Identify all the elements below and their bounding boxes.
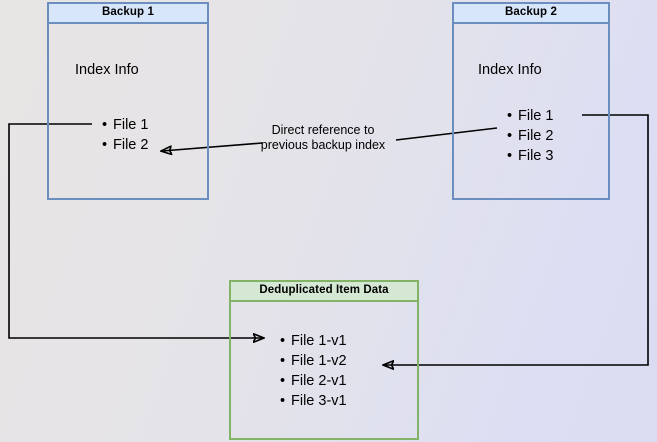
node-backup-2-body: Index Info • File 1 • File 2 • File 3 — [454, 24, 608, 198]
bullet-icon: • — [507, 128, 513, 144]
file-label: File 1-v1 — [291, 333, 347, 349]
node-deduplicated-item-data-body: • File 1-v1 • File 1-v2 • File 2-v1 • Fi… — [231, 302, 417, 438]
node-deduplicated-item-data-title: Deduplicated Item Data — [231, 282, 417, 302]
file-label: File 1 — [113, 117, 149, 133]
node-backup-2-title: Backup 2 — [454, 4, 608, 24]
bullet-icon: • — [280, 393, 286, 409]
backup-1-file-list: • File 1 • File 2 — [99, 115, 148, 155]
backup-2-index-info-label: Index Info — [478, 62, 542, 78]
list-item: • File 3-v1 — [280, 391, 347, 411]
file-label: File 2 — [518, 128, 554, 144]
node-backup-1-title: Backup 1 — [49, 4, 207, 24]
file-label: File 2 — [113, 137, 149, 153]
file-label: File 1-v2 — [291, 353, 347, 369]
file-label: File 2-v1 — [291, 373, 347, 389]
caption-direct-reference: Direct reference to previous backup inde… — [260, 123, 386, 152]
list-item: • File 2 — [102, 135, 149, 155]
node-backup-1: Backup 1 Index Info • File 1 • File 2 — [47, 2, 209, 200]
list-item: • File 1-v2 — [280, 351, 347, 371]
bullet-icon: • — [507, 108, 513, 124]
bullet-icon: • — [507, 148, 513, 164]
list-item: • File 1 — [102, 115, 149, 135]
list-item: • File 1-v1 — [280, 331, 347, 351]
file-label: File 3-v1 — [291, 393, 347, 409]
list-item: • File 2 — [507, 126, 554, 146]
bullet-icon: • — [102, 137, 108, 153]
list-item: • File 1 — [507, 106, 554, 126]
file-label: File 1 — [518, 108, 554, 124]
node-deduplicated-item-data: Deduplicated Item Data • File 1-v1 • Fil… — [229, 280, 419, 440]
bullet-icon: • — [102, 117, 108, 133]
backup-1-index-info-label: Index Info — [75, 62, 139, 78]
backup-2-file-list: • File 1 • File 2 • File 3 — [504, 106, 553, 166]
list-item: • File 3 — [507, 146, 554, 166]
list-item: • File 2-v1 — [280, 371, 347, 391]
file-label: File 3 — [518, 148, 554, 164]
node-backup-2: Backup 2 Index Info • File 1 • File 2 • … — [452, 2, 610, 200]
deduplicated-file-list: • File 1-v1 • File 1-v2 • File 2-v1 • Fi… — [277, 331, 347, 411]
node-backup-1-body: Index Info • File 1 • File 2 — [49, 24, 207, 198]
bullet-icon: • — [280, 373, 286, 389]
bullet-icon: • — [280, 333, 286, 349]
bullet-icon: • — [280, 353, 286, 369]
